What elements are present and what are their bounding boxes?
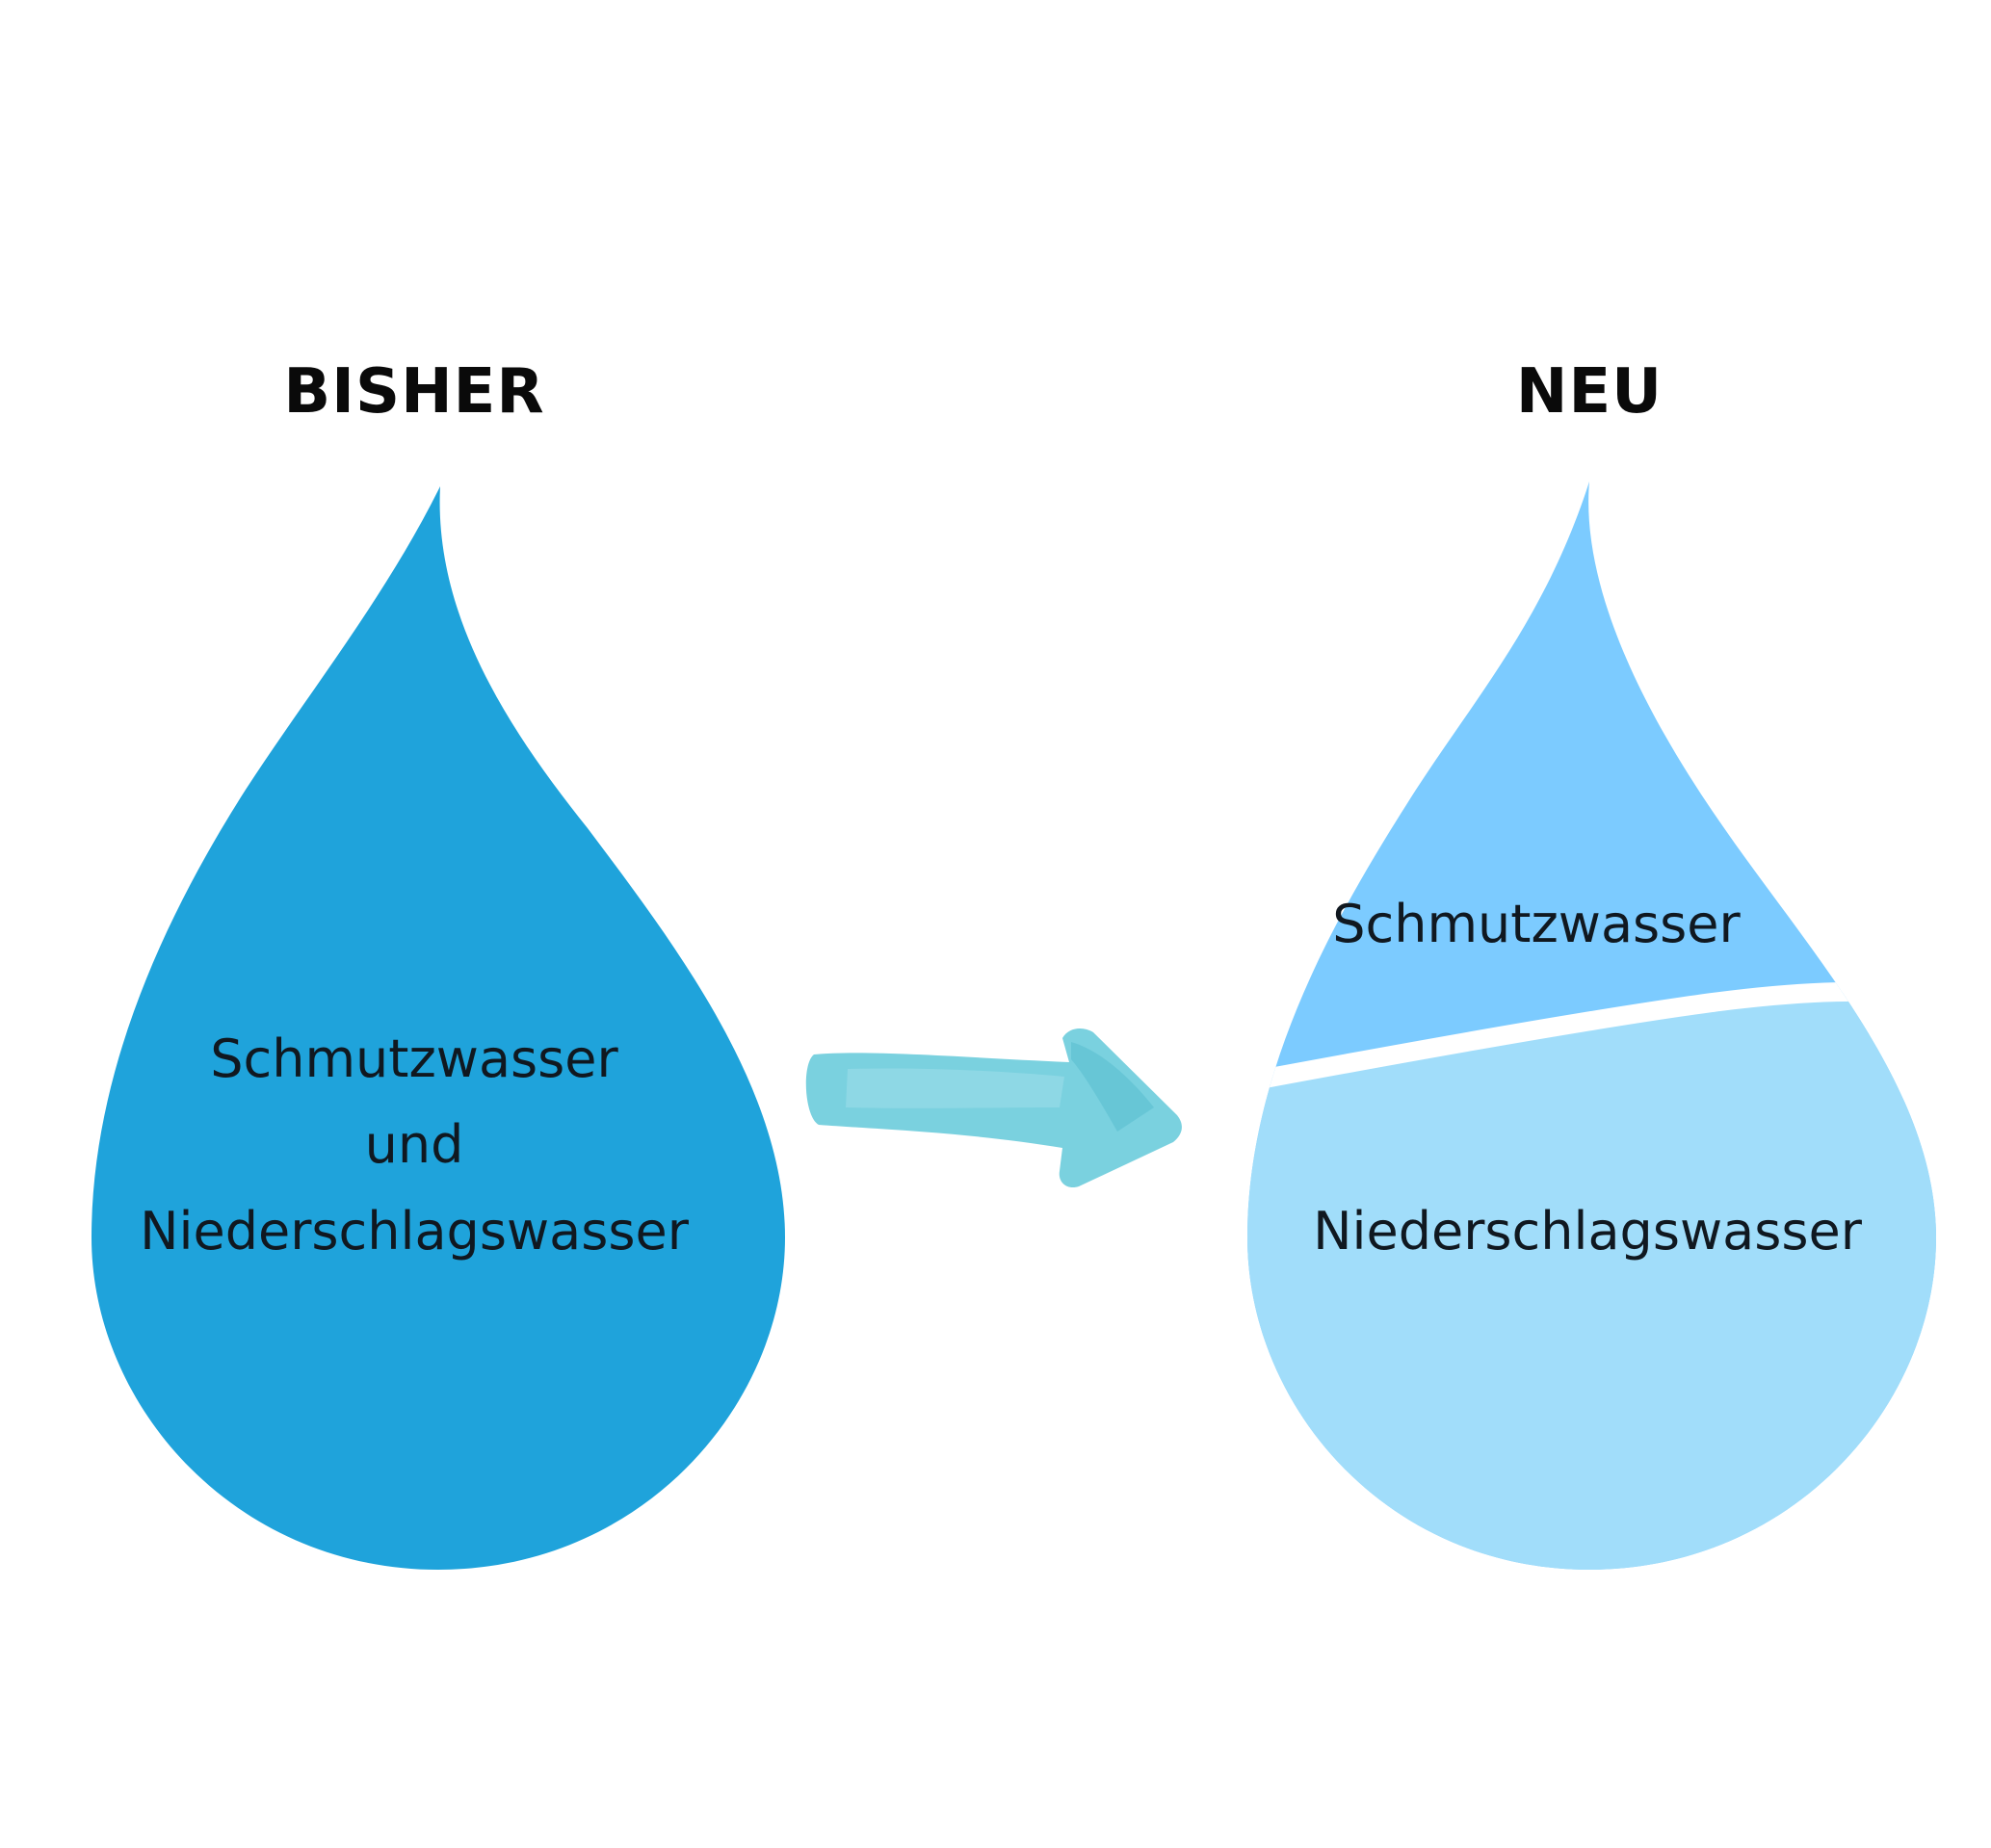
water-drop-combined (92, 486, 785, 1570)
right-label-schmutzwasser: Schmutzwasser (1332, 894, 1741, 954)
heading-bisher: BISHER (283, 356, 544, 428)
left-label-und: und (365, 1114, 464, 1175)
left-label-schmutzwasser: Schmutzwasser (210, 1028, 618, 1089)
right-label-niederschlagswasser: Niederschlagswasser (1313, 1201, 1863, 1262)
watercolor-arrow-right-icon (805, 1028, 1182, 1188)
left-label-niederschlagswasser: Niederschlagswasser (140, 1201, 690, 1262)
water-drop-split (1247, 482, 1936, 1570)
heading-neu: NEU (1516, 356, 1663, 428)
